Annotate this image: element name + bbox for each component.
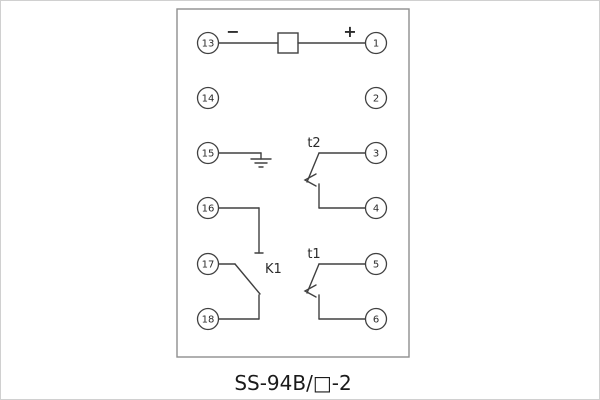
terminal-14-number: 14 xyxy=(202,94,215,105)
terminal-2: 2 xyxy=(364,86,388,110)
terminal-2-circle xyxy=(364,86,388,110)
terminal-17-number: 17 xyxy=(202,260,215,271)
terminal-6: 6 xyxy=(364,307,388,331)
terminal-14-circle xyxy=(196,86,220,110)
contact-t1: t1 xyxy=(303,247,366,320)
terminal-13-number: 13 xyxy=(202,39,215,50)
contact-k1-label: K1 xyxy=(265,262,282,277)
terminal-3-number: 3 xyxy=(373,149,379,160)
terminal-15-circle xyxy=(196,141,220,165)
terminal-18-circle xyxy=(196,307,220,331)
contact-k1: K1 xyxy=(218,207,282,320)
terminal-5-circle xyxy=(364,252,388,276)
contact-t2-label: t2 xyxy=(307,136,320,151)
contact-t2-delay-chevron xyxy=(303,173,317,187)
terminal-13: 13 xyxy=(196,31,220,55)
terminal-1-circle xyxy=(364,31,388,55)
contact-t1-delay-chevron xyxy=(303,284,317,298)
contact-k1-blade xyxy=(234,263,261,295)
terminal-18: 18 xyxy=(196,307,220,331)
terminal-1: 1 xyxy=(364,31,388,55)
panel-outline xyxy=(176,8,410,358)
polarity-positive-label: + xyxy=(343,22,356,41)
terminal-16: 16 xyxy=(196,196,220,220)
terminal-16-circle xyxy=(196,196,220,220)
terminal-4-number: 4 xyxy=(373,204,379,215)
terminal-2-number: 2 xyxy=(373,94,379,105)
terminal-17: 17 xyxy=(196,252,220,276)
terminal-17-circle xyxy=(196,252,220,276)
diagram-caption: SS-94B/□-2 xyxy=(234,371,351,395)
terminal-15-number: 15 xyxy=(202,149,215,160)
terminal-16-number: 16 xyxy=(202,204,215,215)
terminal-18-number: 18 xyxy=(202,315,215,326)
terminal-4-circle xyxy=(364,196,388,220)
terminal-6-circle xyxy=(364,307,388,331)
terminal-14: 14 xyxy=(196,86,220,110)
contact-t1-label: t1 xyxy=(307,247,320,262)
terminal-13-circle xyxy=(196,31,220,55)
terminal-4: 4 xyxy=(364,196,388,220)
terminal-1-number: 1 xyxy=(373,39,379,50)
terminal-6-number: 6 xyxy=(373,315,379,326)
terminal-5-number: 5 xyxy=(373,260,379,271)
power-row: − + xyxy=(218,22,366,54)
polarity-negative-label: − xyxy=(226,22,239,41)
terminal-3-circle xyxy=(364,141,388,165)
contact-t2: t2 xyxy=(303,136,366,209)
terminal-5: 5 xyxy=(364,252,388,276)
terminal-15: 15 xyxy=(196,141,220,165)
component-box xyxy=(277,32,299,54)
ground-symbol xyxy=(218,152,272,168)
terminal-3: 3 xyxy=(364,141,388,165)
